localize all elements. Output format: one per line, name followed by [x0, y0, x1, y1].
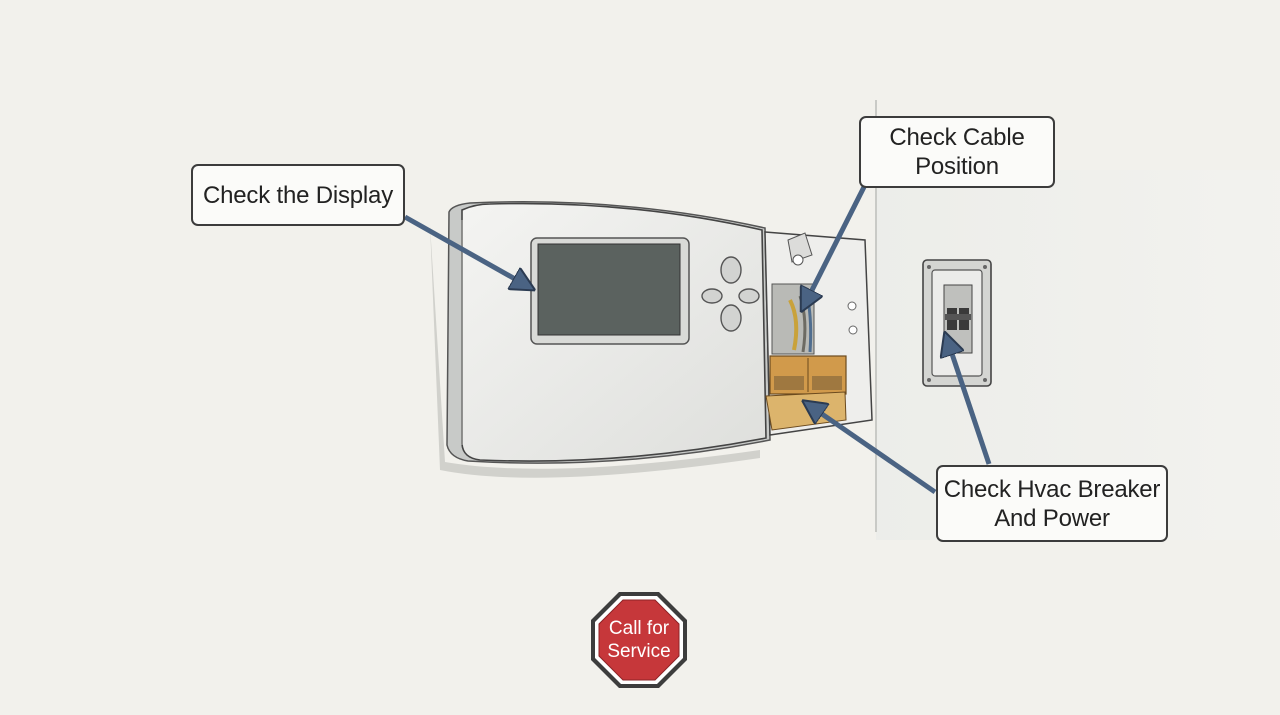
callout-cable-line2: Position	[915, 153, 999, 180]
stop-sign	[591, 592, 687, 688]
arrow-breaker-panel	[946, 336, 992, 465]
thermostat-display	[530, 237, 690, 345]
callout-display-label: Check the Display	[202, 181, 394, 209]
stop-sign-line2: Service	[607, 641, 671, 662]
arrow-breaker-wiring	[806, 403, 937, 495]
arrow-display	[403, 214, 531, 288]
stop-sign-line1: Call for	[608, 618, 670, 639]
wiring-backplate	[764, 231, 873, 436]
arrow-cable	[803, 185, 867, 308]
call-for-service-sign: Call for Service	[591, 592, 687, 688]
callout-breaker-line1: Check Hvac Breaker	[943, 475, 1161, 503]
control-buttons	[701, 256, 760, 332]
callout-check-display: Check the Display	[191, 164, 405, 226]
callout-cable-line1: Check Cable	[889, 124, 1025, 151]
callout-check-breaker: Check Hvac Breaker And Power	[936, 465, 1168, 542]
callout-check-cable: Check Cable Position	[859, 116, 1055, 188]
callout-breaker-line2: And Power	[994, 504, 1110, 532]
